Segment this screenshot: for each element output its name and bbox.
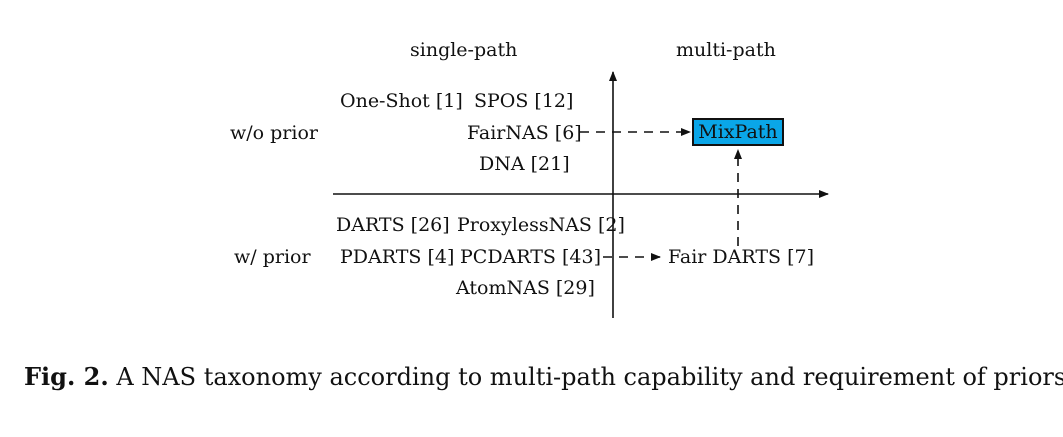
column-header-multi-path: multi-path bbox=[676, 39, 776, 61]
method-darts: DARTS [26] bbox=[336, 214, 450, 236]
figure-caption: Fig. 2. A NAS taxonomy according to mult… bbox=[24, 362, 1063, 391]
row-header-with-prior: w/ prior bbox=[234, 246, 311, 268]
method-pcdarts: PCDARTS [43] bbox=[460, 246, 601, 268]
method-pdarts: PDARTS [4] bbox=[340, 246, 455, 268]
method-dna: DNA [21] bbox=[479, 153, 570, 175]
column-header-single-path: single-path bbox=[410, 39, 518, 61]
method-proxylessnas: ProxylessNAS [2] bbox=[457, 214, 625, 236]
method-fairnas: FairNAS [6] bbox=[467, 122, 582, 144]
caption-text: A NAS taxonomy according to multi-path c… bbox=[108, 363, 1063, 391]
method-spos: SPOS [12] bbox=[474, 90, 574, 112]
method-atomnas: AtomNAS [29] bbox=[456, 277, 595, 299]
method-fair-darts: Fair DARTS [7] bbox=[668, 246, 814, 268]
method-one-shot: One-Shot [1] bbox=[340, 90, 463, 112]
mixpath-label: MixPath bbox=[698, 121, 778, 143]
row-header-without-prior: w/o prior bbox=[230, 122, 318, 144]
caption-label: Fig. 2. bbox=[24, 362, 109, 391]
mixpath-box: MixPath bbox=[692, 118, 784, 146]
